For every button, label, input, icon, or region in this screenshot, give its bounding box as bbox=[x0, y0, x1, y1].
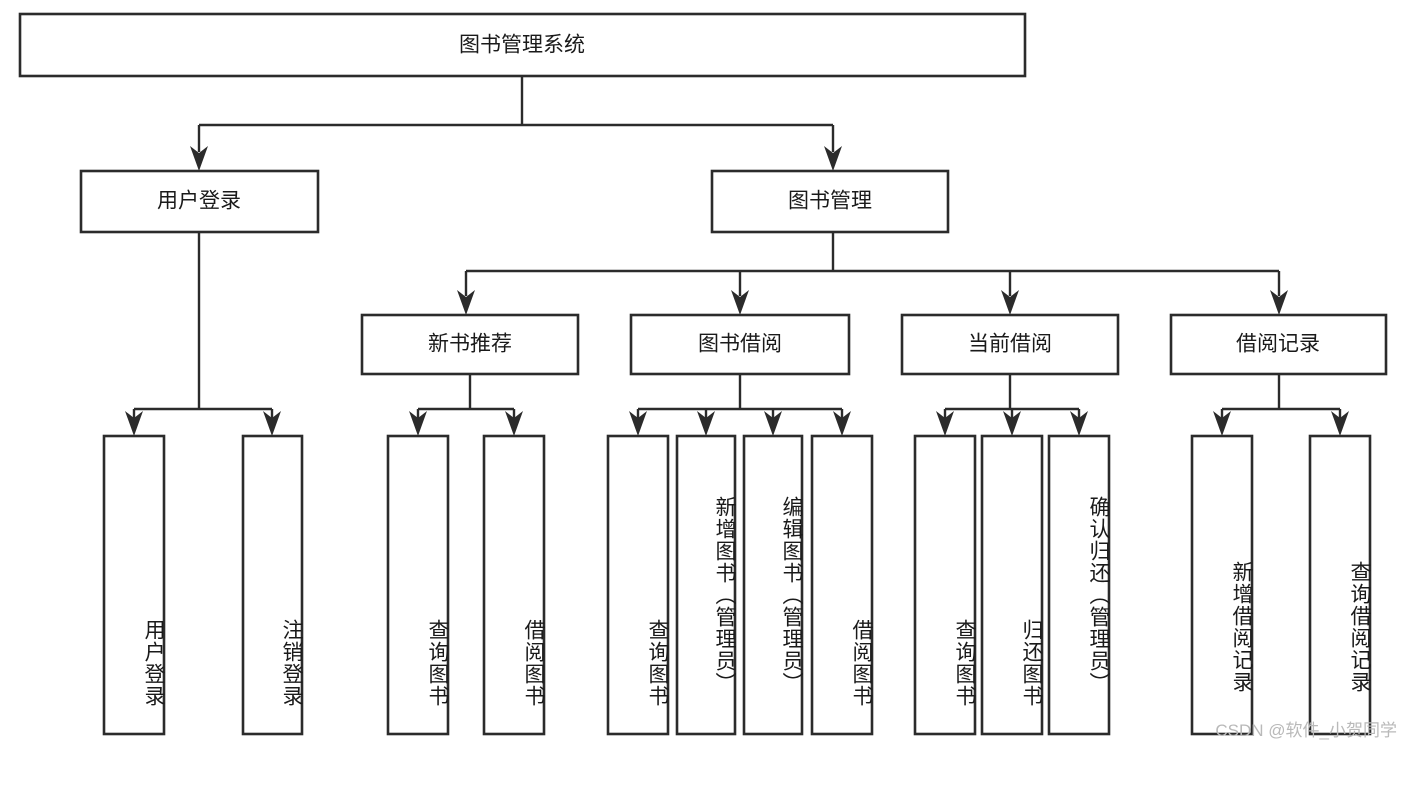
arrowhead-newbook bbox=[457, 290, 475, 315]
node-book-borrow[interactable] bbox=[629, 313, 851, 376]
node-root-label: 图书管理系统 bbox=[459, 34, 585, 57]
arrowhead-leaf-logout bbox=[263, 411, 281, 436]
node-root[interactable] bbox=[18, 12, 1027, 78]
arrowhead-br-leaf2 bbox=[1331, 411, 1349, 436]
leaf-box-book-borrow-2[interactable] bbox=[742, 434, 804, 736]
arrowhead-bb-leaf4 bbox=[833, 411, 851, 436]
leaf-box-user-login-0[interactable] bbox=[102, 434, 166, 736]
leaf-box-current-borrow-1[interactable] bbox=[980, 434, 1044, 736]
arrowhead-book-manage bbox=[824, 146, 842, 171]
arrowhead-br-leaf1 bbox=[1213, 411, 1231, 436]
arrowhead-bb-leaf3 bbox=[764, 411, 782, 436]
arrowhead-cb-leaf3 bbox=[1070, 411, 1088, 436]
leaf-box-book-borrow-0[interactable] bbox=[606, 434, 670, 736]
connector-layer bbox=[125, 76, 1349, 436]
arrowhead-nb-leaf2 bbox=[505, 411, 523, 436]
arrowhead-cb-leaf2 bbox=[1003, 411, 1021, 436]
leaf-box-book-borrow-1[interactable] bbox=[675, 434, 737, 736]
arrowhead-cb-leaf1 bbox=[936, 411, 954, 436]
arrowhead-leaf-user-login bbox=[125, 411, 143, 436]
node-current-borrow[interactable] bbox=[900, 313, 1120, 376]
arrowhead-borrowrecord bbox=[1270, 290, 1288, 315]
node-book-manage-label: 图书管理 bbox=[788, 190, 872, 213]
leaf-box-new-book-rec-1[interactable] bbox=[482, 434, 546, 736]
arrowhead-bb-leaf2 bbox=[697, 411, 715, 436]
leaf-box-new-book-rec-0[interactable] bbox=[386, 434, 450, 736]
diagram-canvas: 图书管理系统 用户登录 图书管理 新书推荐 图书借阅 当前借阅 借阅记录 bbox=[18, 12, 1388, 736]
arrowhead-bookborrow bbox=[731, 290, 749, 315]
node-borrow-record[interactable] bbox=[1169, 313, 1388, 376]
system-function-tree-diagram: 图书管理系统 用户登录 图书管理 新书推荐 图书借阅 当前借阅 借阅记录 bbox=[18, 12, 1397, 740]
watermark-text: CSDN @软件_小贺同学 bbox=[1215, 721, 1397, 740]
arrowhead-user-login bbox=[190, 146, 208, 171]
node-book-borrow-label: 图书借阅 bbox=[698, 333, 782, 356]
leaf-box-current-borrow-2[interactable] bbox=[1047, 434, 1111, 736]
node-layer: 图书管理系统 用户登录 图书管理 新书推荐 图书借阅 当前借阅 借阅记录 bbox=[18, 12, 1388, 736]
arrowhead-bb-leaf1 bbox=[629, 411, 647, 436]
node-current-borrow-label: 当前借阅 bbox=[968, 333, 1052, 356]
node-user-login[interactable] bbox=[79, 169, 320, 234]
leaf-box-user-login-1[interactable] bbox=[241, 434, 304, 736]
leaf-box-borrow-record-1[interactable] bbox=[1308, 434, 1372, 736]
arrowhead-currentborrow bbox=[1001, 290, 1019, 315]
node-borrow-record-label: 借阅记录 bbox=[1236, 333, 1320, 356]
leaf-box-book-borrow-3[interactable] bbox=[810, 434, 874, 736]
leaf-box-current-borrow-0[interactable] bbox=[913, 434, 977, 736]
arrowhead-nb-leaf1 bbox=[409, 411, 427, 436]
node-user-login-label: 用户登录 bbox=[157, 190, 241, 213]
node-new-book-rec[interactable] bbox=[360, 313, 580, 376]
node-book-manage[interactable] bbox=[710, 169, 950, 234]
leaf-box-borrow-record-0[interactable] bbox=[1190, 434, 1254, 736]
node-new-book-rec-label: 新书推荐 bbox=[428, 333, 512, 356]
